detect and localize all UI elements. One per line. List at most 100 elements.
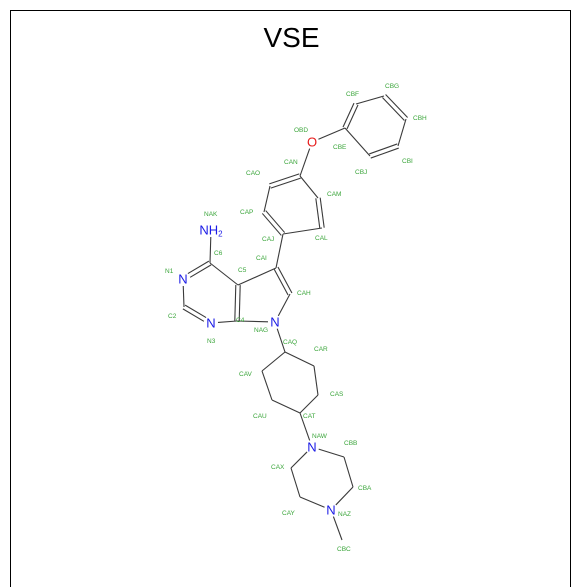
- bond-naz-cay: [299, 496, 325, 508]
- bond-cbe-cbf: [346, 104, 359, 130]
- atom-label-c4: C4: [236, 317, 245, 324]
- bond-cam-cal: [315, 198, 321, 229]
- atom-label-caj: CAJ: [262, 236, 274, 243]
- atom-label-cav: CAV: [239, 371, 253, 378]
- bond-cbf-cbg: [355, 95, 385, 105]
- bond-c4-c5: [234, 284, 237, 321]
- atom-label-nag: NAG: [254, 327, 268, 334]
- bond-cam-cal: [319, 197, 325, 228]
- bond-caj-cap: [265, 210, 286, 233]
- atom-label-cbb: CBB: [344, 440, 357, 447]
- bond-cax-naw: [290, 451, 308, 469]
- atom-label-can: CAN: [284, 159, 298, 166]
- atom-label-nak: NAK: [204, 211, 218, 218]
- bond-n3-c4: [217, 320, 238, 324]
- atom-label-cas: CAS: [330, 391, 344, 398]
- bond-cat-naw: [299, 412, 311, 441]
- bond-cat-cau: [271, 399, 301, 414]
- bond-naw-cbb: [318, 448, 345, 458]
- atom-label-cbi: CBI: [402, 158, 413, 165]
- atom-label-cbe: CBE: [333, 144, 347, 151]
- atom-label-cax: CAX: [271, 464, 285, 471]
- bond-caj-cap: [261, 213, 282, 236]
- bond-n9-caq: [276, 328, 286, 353]
- atom-label-cat: CAT: [303, 413, 316, 420]
- bond-car-cas: [313, 365, 319, 396]
- atom-label-caq: CAQ: [283, 339, 297, 346]
- bond-cau-cav: [261, 370, 273, 401]
- atom-label-n1: N1: [165, 268, 174, 275]
- bond-cao-can: [269, 173, 300, 185]
- atom-label-cbh: CBH: [413, 115, 427, 122]
- bond-c6-nak: [209, 236, 212, 264]
- bond-cbg-cbh: [385, 94, 408, 118]
- atom-name-labels: CBF CBG OBD CBE CBH CBJ CBI CAN CAO CAM NAK CAP CAJ C…: [165, 83, 427, 553]
- bond-cap-cao: [263, 185, 271, 213]
- bond-o-can: [299, 148, 311, 177]
- atom-label-cao: CAO: [246, 170, 260, 177]
- atom-label-cai: CAI: [256, 255, 267, 262]
- bond-cbg-cbh: [382, 97, 405, 121]
- atom-label-cbj: CBJ: [355, 169, 367, 176]
- bond-cbe-o: [318, 127, 346, 140]
- bond-cbi-cbj: [370, 147, 399, 159]
- atom-label-naw: NAW: [312, 433, 328, 440]
- atom-label-cal: CAL: [315, 235, 328, 242]
- atom-label-c6: C6: [214, 250, 223, 257]
- bond-can-cam: [299, 175, 319, 199]
- atom-label-cbg: CBG: [385, 83, 399, 90]
- bond-cbi-cbj: [369, 143, 398, 155]
- bond-cai-cah: [277, 266, 293, 294]
- bond-c2-n3: [184, 304, 207, 319]
- bond-caq-car: [284, 351, 315, 367]
- bonds: [182, 94, 408, 541]
- atom-label-car: CAR: [314, 346, 328, 353]
- bond-cas-cat: [299, 394, 319, 414]
- bond-cbb-cba: [343, 456, 354, 488]
- heteroatom-nh2: NH2: [199, 223, 223, 239]
- atom-label-cay: CAY: [282, 510, 296, 517]
- atom-label-naz: NAZ: [338, 511, 351, 518]
- bond-cbe-cbf: [342, 102, 355, 128]
- bond-cay-cax: [290, 467, 301, 498]
- bond-cav-caq: [261, 351, 286, 372]
- atom-label-cba: CBA: [358, 485, 372, 492]
- bond-n1-c2: [182, 285, 185, 308]
- bond-c6-n1: [189, 264, 212, 278]
- heteroatom-n9: N: [270, 315, 279, 330]
- bond-cbh-cbi: [397, 118, 407, 147]
- heteroatom-o: O: [307, 135, 317, 150]
- bond-cao-can: [270, 177, 301, 189]
- heteroatom-nh2-subscript: 2: [218, 230, 223, 239]
- bond-caj-cai: [275, 233, 284, 269]
- bond-cal-caj: [282, 227, 323, 235]
- atom-label-c5: C5: [238, 267, 247, 274]
- bond-cbj-cbe: [344, 127, 371, 157]
- atom-label-obd: OBD: [294, 127, 308, 134]
- atom-label-cbf: CBF: [346, 91, 359, 98]
- atom-label-n3: N3: [207, 338, 216, 345]
- diagram-frame: [10, 10, 571, 587]
- heteroatom-naz: N: [326, 503, 335, 518]
- bond-c6-n1: [187, 260, 210, 275]
- heteroatom-n3: N: [206, 316, 215, 331]
- bond-cah-n9: [277, 293, 291, 317]
- bond-c5-c6: [209, 262, 239, 286]
- bond-naz-cbc: [332, 516, 343, 541]
- bond-c2-n3: [182, 308, 205, 322]
- bond-cai-c5: [237, 267, 277, 286]
- bond-cba-naz: [335, 486, 354, 506]
- atom-label-cau: CAU: [253, 413, 267, 420]
- atom-label-cap: CAP: [240, 209, 253, 216]
- atom-label-cam: CAM: [327, 191, 341, 198]
- bond-c4-c5: [238, 285, 241, 322]
- heteroatom-n1: N: [178, 272, 187, 287]
- atom-label-c2: C2: [168, 313, 177, 320]
- bond-cai-cah: [273, 268, 289, 296]
- bond-n9-c4: [236, 320, 269, 323]
- atom-label-cah: CAH: [297, 290, 311, 297]
- molecule-title: VSE: [263, 22, 320, 53]
- atom-label-cbc: CBC: [337, 546, 351, 553]
